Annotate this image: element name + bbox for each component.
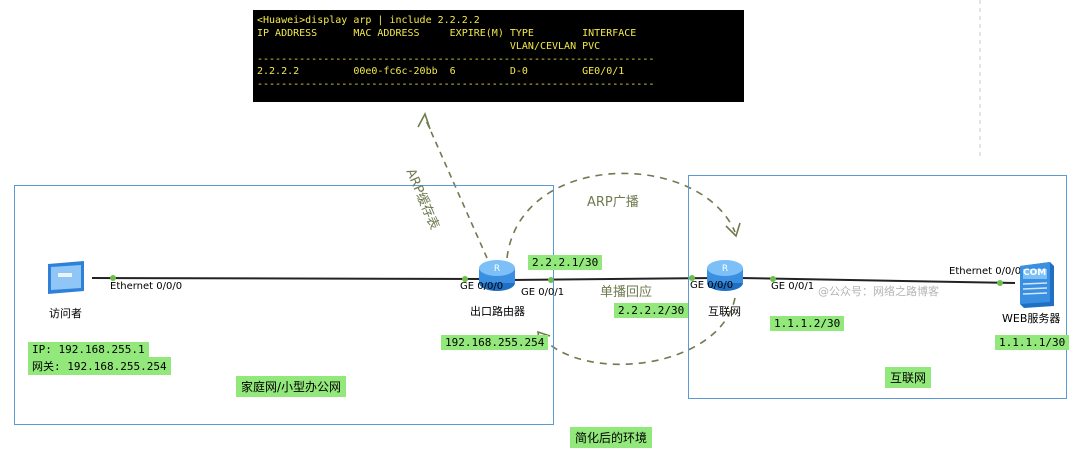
svg-text:R: R (722, 264, 728, 274)
terminal-line: 2.2.2.2 00e0-fc6c-20bb 6 D-0 GE0/0/1 (257, 66, 625, 77)
diagram-caption: 简化后的环境 (570, 427, 653, 448)
link-dot (770, 276, 776, 282)
link-dot (689, 275, 695, 281)
visitor-name: 访问者 (49, 307, 82, 320)
router-icon: R (479, 260, 515, 291)
arp-terminal: <Huawei>display arp | include 2.2.2.2 IP… (253, 10, 744, 102)
link-dot (548, 277, 554, 283)
server-icon (1020, 262, 1054, 308)
home-network-zone (14, 185, 554, 425)
arp-broadcast-label: ARP广播 (587, 195, 639, 210)
arp-cache-arrow (424, 117, 488, 259)
arp-broadcast-arc (506, 172, 736, 259)
edge-router-port-left: GE 0/0/0 (460, 281, 504, 292)
link-dot (997, 280, 1003, 286)
terminal-line: VLAN/CEVLAN PVC (257, 41, 601, 52)
svg-text:R: R (494, 264, 500, 274)
link-visitor-router (91, 277, 489, 280)
edge-router-wan-ip: 2.2.2.1/30 (528, 255, 603, 270)
server-name: WEB服务器 (1002, 312, 1061, 325)
edge-router-lan-ip: 192.168.255.254 (441, 335, 549, 350)
visitor-port: Ethernet 0/0/0 (110, 281, 183, 292)
edge-router-name: 出口路由器 (470, 305, 525, 318)
visitor-gateway: 网关: 192.168.255.254 (28, 357, 171, 375)
terminal-line: IP ADDRESS MAC ADDRESS EXPIRE(M) TYPE IN… (257, 28, 637, 39)
router-icon: R (707, 260, 743, 291)
link-dot (462, 276, 468, 282)
visitor-ip: IP: 192.168.255.1 (28, 342, 149, 357)
arrowhead (417, 111, 431, 130)
internet-router-port-right: GE 0/0/1 (771, 281, 815, 292)
server-port: Ethernet 0/0/0 (949, 266, 1022, 277)
internet-router-left-ip: 2.2.2.2/30 (614, 303, 689, 318)
home-zone-label: 家庭网/小型办公网 (236, 376, 347, 397)
server-ip: 1.1.1.1/30 (995, 335, 1070, 350)
watermark: @公众号：网络之路博客 (818, 285, 939, 298)
internet-router-name: 互联网 (708, 305, 741, 318)
arrowhead (725, 222, 741, 238)
terminal-line: <Huawei>display arp | include 2.2.2.2 (257, 15, 480, 26)
internet-router-port-left: GE 0/0/0 (690, 280, 734, 291)
terminal-line: ----------------------------------------… (257, 54, 655, 65)
unicast-reply-label: 单播回应 (600, 285, 653, 300)
internet-zone (688, 175, 1067, 399)
link-router-internet (509, 277, 717, 281)
terminal-line: ----------------------------------------… (257, 79, 655, 90)
server-badge: COM (1023, 268, 1047, 278)
link-dot (110, 275, 116, 281)
internet-zone-label: 互联网 (885, 367, 932, 388)
internet-router-right-ip: 1.1.1.2/30 (770, 316, 845, 331)
unicast-reply-arc (539, 297, 736, 366)
link-internet-server (739, 277, 1016, 284)
edge-router-port-right: GE 0/0/1 (521, 287, 565, 298)
pc-icon (48, 261, 84, 294)
